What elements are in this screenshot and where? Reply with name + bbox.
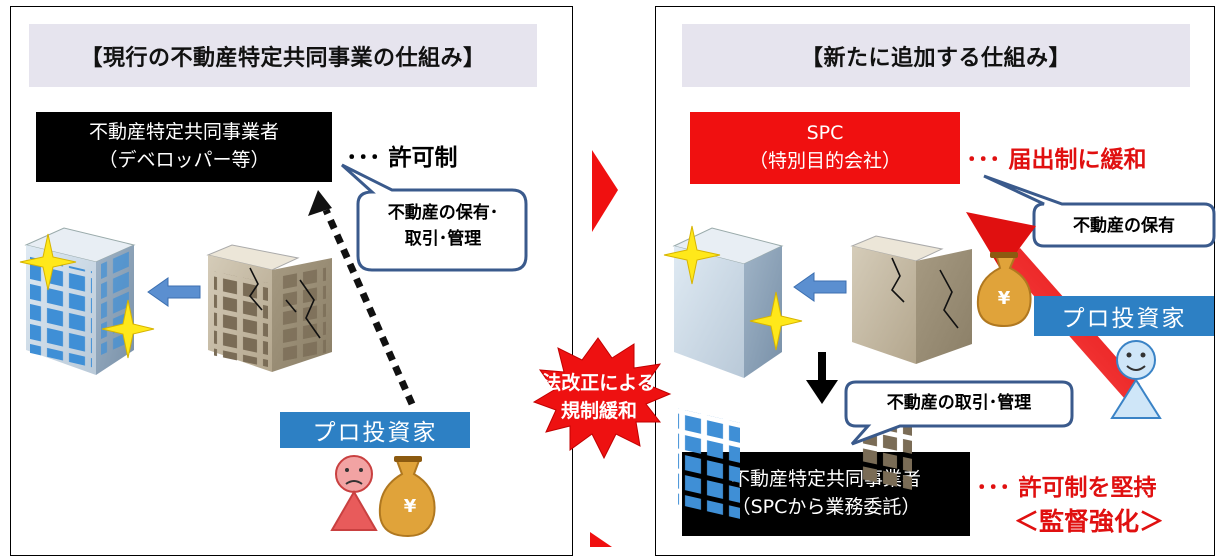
right-old-building-icon [850,235,972,494]
center-chevron-icon [590,532,612,547]
right-top-bubble-text: 不動産の保有 [1073,216,1175,236]
spc-line1: SPC [806,122,844,145]
sparkle-icon [19,233,155,359]
left-operator-box: 不動産特定共同事業者 （デベロッパー等） [36,112,332,182]
right-top-speech-bubble [983,174,1216,248]
left-bubble-line1: 不動産の保有･ [387,203,499,223]
down-arrow-icon [806,352,838,404]
left-money-bag-icon [378,456,436,538]
left-bubble-line2: 取引･管理 [404,229,482,250]
left-dotted-arrowhead [308,190,332,216]
right-yen-symbol: ¥ [997,288,1011,309]
burst-line1: 法改正による [542,372,656,394]
left-new-building-icon [24,227,136,375]
spc-line2: （特別目的会社） [748,150,901,172]
left-old-building-icon [206,244,332,372]
right-arrow-icon [793,272,847,302]
right-bottom-bubble-text: 不動産の取引･管理 [886,393,1032,413]
right-investor-label: プロ投資家 [1034,296,1214,336]
left-bubble-text: 不動産の保有･ 取引･管理 [362,200,524,253]
right-operator-line2: （SPCから業務委託） [731,496,921,518]
right-panel-title: 【新たに追加する仕組み】 [682,24,1190,87]
burst-icon [532,337,672,460]
burst-text: 法改正による 規制緩和 [540,370,658,425]
right-money-bag-icon [976,252,1032,328]
left-operator-note: ･･･ 許可制 [346,145,458,171]
spc-box: SPC （特別目的会社） [690,112,960,184]
right-operator-note: ･･･ 許可制を堅持 [976,475,1157,501]
left-sad-investor-icon [330,455,378,531]
left-investor-label: プロ投資家 [280,412,470,448]
left-speech-bubble [340,163,528,272]
left-operator-line1: 不動産特定共同事業者 [88,121,279,144]
left-operator-line2: （デベロッパー等） [98,149,270,171]
right-bottom-speech-bubble [844,380,1074,446]
sparkle-icon [663,225,803,351]
left-arrow-icon [147,277,201,307]
left-yen-symbol: ¥ [403,496,417,517]
left-panel-title: 【現行の不動産特定共同事業の仕組み】 [29,24,537,87]
spc-note: ･･･ 届出制に緩和 [966,147,1147,173]
right-operator-note2: ＜監督強化＞ [1014,507,1165,536]
left-dotted-arrow [322,208,416,406]
right-happy-investor-icon [1110,340,1162,419]
burst-line2: 規制緩和 [560,399,637,422]
center-chevron-icon [592,150,618,232]
